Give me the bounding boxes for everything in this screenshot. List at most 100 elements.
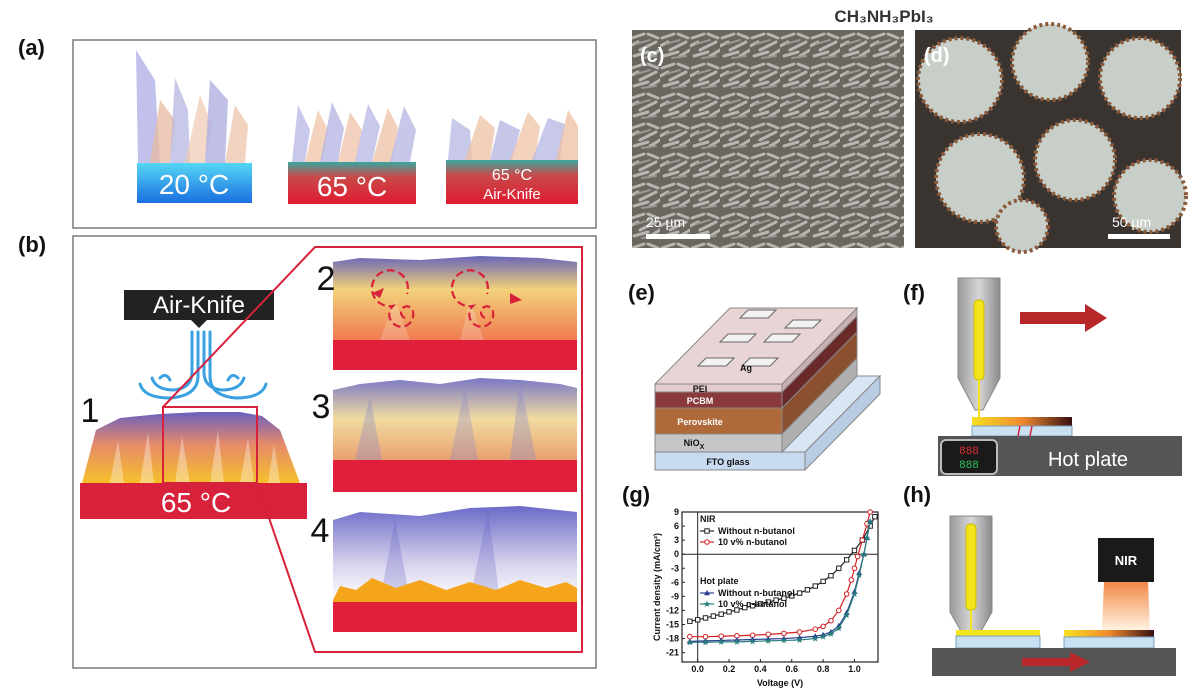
y-axis-label: Current density (mA/cm²) <box>652 533 662 641</box>
data-point <box>812 583 818 589</box>
y-tick-label: -15 <box>666 620 679 630</box>
layer-perovskite: Perovskite <box>677 417 723 427</box>
data-point <box>866 518 874 525</box>
micrograph-d <box>915 22 1188 254</box>
data-point <box>851 547 858 554</box>
panel-d-label: (d) <box>924 45 950 67</box>
y-tick-label: -9 <box>671 591 679 601</box>
temp-65c-airknife: 65 °C <box>492 167 532 184</box>
wet-film-h <box>956 630 1040 636</box>
crystals-airknife <box>448 110 578 160</box>
zoom-callout <box>162 246 583 653</box>
y-tick-label: 9 <box>674 507 679 517</box>
x-axis-label: Voltage (V) <box>757 678 803 688</box>
data-point <box>804 587 811 593</box>
micrograph-c <box>632 30 904 248</box>
x-tick-label: 1.0 <box>848 664 861 674</box>
scale-d-label: 50 µm <box>1112 214 1151 230</box>
layer-pei: PEI <box>693 384 708 394</box>
heat-arrows-f <box>1017 425 1033 437</box>
film-step-3 <box>333 378 577 460</box>
crystals-20c <box>136 50 248 163</box>
nir-lamp <box>1098 538 1154 582</box>
data-point <box>860 550 868 558</box>
substrate-20c <box>137 163 252 203</box>
panel-b-label: (b) <box>18 232 46 257</box>
layer-ag: Ag <box>740 363 752 373</box>
panel-h-label: (h) <box>903 482 931 507</box>
step-3-label: 3 <box>312 388 331 426</box>
data-point <box>796 636 803 643</box>
data-point <box>872 513 878 520</box>
data-point <box>848 577 855 583</box>
data-point <box>702 639 709 646</box>
data-point <box>749 638 756 645</box>
y-tick-label: 0 <box>674 549 679 559</box>
data-point <box>742 604 748 611</box>
data-point <box>851 590 858 598</box>
data-point <box>836 565 842 571</box>
layer-fto: FTO glass <box>706 457 749 467</box>
temp-20c: 20 °C <box>159 169 229 200</box>
substrate-step-2 <box>333 340 577 370</box>
data-point <box>765 631 772 638</box>
substrate-step-3 <box>333 460 577 492</box>
display-top: 888 <box>959 446 979 458</box>
substrate-h-right <box>1063 636 1155 649</box>
data-point <box>686 639 694 646</box>
airknife-label-b: Air-Knife <box>153 292 245 319</box>
legend-entry: Without n-butanol <box>718 588 795 598</box>
data-point <box>733 638 741 645</box>
x-tick-label: 0.6 <box>786 664 799 674</box>
blade-coater-icon <box>957 277 1001 420</box>
panel-g-label: (g) <box>622 482 650 507</box>
data-point <box>757 601 764 607</box>
data-point <box>827 630 835 637</box>
y-tick-label: -21 <box>666 648 679 658</box>
airknife-label-a: Air-Knife <box>483 186 541 203</box>
substrate-f <box>971 425 1073 437</box>
substrate-65c-airknife <box>446 160 578 204</box>
hotplate-65c-b <box>80 483 307 519</box>
data-point <box>687 618 693 624</box>
data-point <box>704 528 710 534</box>
data-point <box>828 617 834 624</box>
y-tick-label: -6 <box>671 577 679 587</box>
y-tick-label: -3 <box>671 563 679 573</box>
data-point <box>726 609 732 615</box>
blade-coater-icon-h <box>949 515 993 641</box>
data-point <box>704 590 710 596</box>
layer-pcbm: PCBM <box>687 396 714 406</box>
data-point <box>789 593 795 599</box>
layer-niox: NiOX <box>684 438 705 451</box>
substrate-h-left <box>955 635 1041 649</box>
airknife-box <box>124 290 274 320</box>
film-f <box>972 417 1072 426</box>
data-point <box>694 617 701 623</box>
data-point <box>854 553 861 560</box>
nir-label: NIR <box>1115 553 1138 568</box>
legend-entry: 10 v% n-butanol <box>718 599 787 609</box>
scale-bar-c <box>646 234 710 239</box>
data-point <box>704 539 710 545</box>
figure-title: CH₃NH₃PbI₃ <box>834 7 933 26</box>
data-point <box>867 509 873 515</box>
data-point <box>718 611 724 617</box>
substrate-step-4 <box>333 602 577 632</box>
substrate-65c <box>288 162 416 204</box>
panel-e-label: (e) <box>628 280 655 305</box>
x-tick-label: 0.0 <box>691 664 704 674</box>
step-1-label: 1 <box>81 392 100 430</box>
data-point <box>780 637 788 644</box>
panel-c-label: (c) <box>640 45 664 67</box>
data-point <box>796 590 803 596</box>
motion-arrow-h <box>1022 652 1090 672</box>
scale-c-label: 25 µm <box>646 214 685 230</box>
device-stack <box>653 306 882 472</box>
data-point <box>781 595 787 601</box>
x-tick-label: 0.8 <box>817 664 830 674</box>
data-point <box>863 534 871 541</box>
data-point <box>859 537 866 543</box>
step-2-label: 2 <box>317 260 336 298</box>
